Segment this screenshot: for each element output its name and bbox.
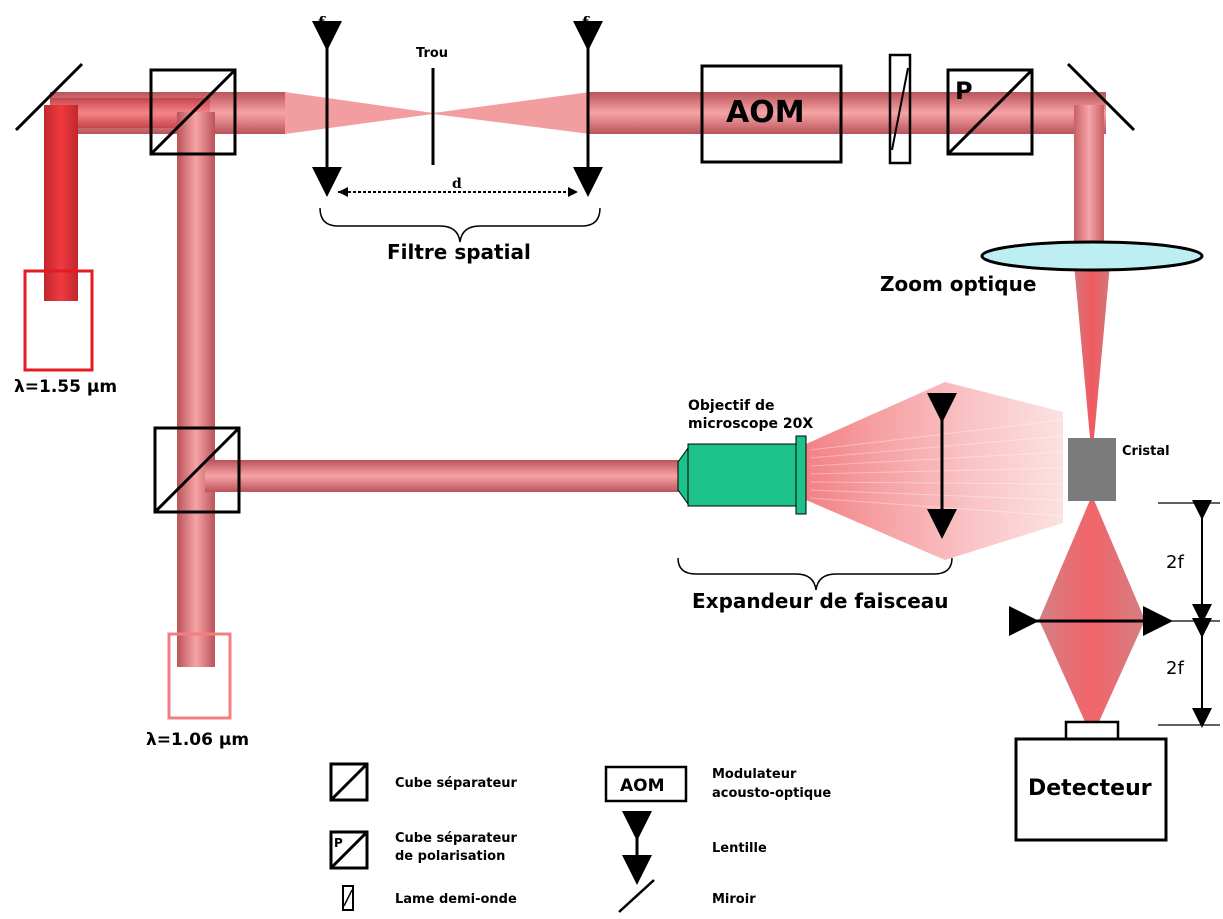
legend-cube-icon [329, 762, 369, 802]
legend: Cube séparateur P Cube séparateur de pol… [329, 762, 831, 913]
detector-window [1064, 720, 1120, 742]
aom-box [700, 64, 843, 164]
laser-155-box [23, 269, 94, 372]
crystal [1068, 438, 1116, 501]
legend-halfwave-icon [342, 885, 354, 911]
beam-155-vertical [44, 105, 78, 301]
objectif-label-line2: microscope 20X [688, 416, 813, 432]
mirror-top-left [14, 62, 84, 132]
cube-splitter-top [149, 68, 237, 156]
distance-d-label: d [452, 176, 462, 192]
microscope-objective [677, 435, 807, 515]
legend-cube-label: Cube séparateur [395, 776, 518, 791]
two-f-bottom-label: 2f [1166, 658, 1184, 679]
objectif-label-line1: Objectif de [688, 398, 775, 414]
beam-top-right [588, 92, 1106, 134]
detecteur-label: Detecteur [1028, 776, 1152, 801]
trou-label: Trou [416, 46, 448, 61]
legend-mirror-icon [618, 879, 655, 913]
f2-label: f2 [582, 13, 597, 35]
cristal-label: Cristal [1122, 444, 1170, 459]
legend-mirror-label: Miroir [712, 892, 756, 907]
cube-splitter-bottom [153, 426, 241, 514]
beam-middle-horizontal [205, 460, 680, 492]
zoom-lens [980, 240, 1204, 272]
legend-aom-icon [604, 765, 688, 803]
laser-155-label: λ=1.55 μm [14, 377, 117, 397]
beam-zoom-focus [1074, 264, 1110, 438]
half-wave-plate [888, 53, 912, 165]
legend-polarizer-line2: de polarisation [395, 849, 505, 864]
legend-lens-label: Lentille [712, 841, 767, 856]
aom-label: AOM [726, 95, 805, 130]
legend-aom-line2: acousto-optique [712, 786, 831, 801]
filter-brace [319, 207, 601, 243]
beam-to-detector [1039, 620, 1145, 724]
beam-106-vertical [177, 112, 215, 667]
dimension-2f [1158, 500, 1220, 728]
f1-label: f1 [318, 13, 333, 35]
laser-106-label: λ=1.06 μm [146, 730, 249, 750]
legend-aom-line1: Modulateur [712, 767, 797, 782]
expander-brace [677, 557, 953, 591]
beam-right-vertical [1074, 105, 1104, 255]
legend-polarizer-icon: P [329, 830, 369, 870]
legend-polarizer-p: P [334, 836, 343, 850]
filtre-spatial-label: Filtre spatial [387, 240, 531, 264]
legend-aom-symbol: AOM [620, 776, 665, 796]
polarizer-p-label: P [955, 77, 973, 105]
detector-box [1014, 737, 1168, 842]
legend-halfwave-label: Lame demi-onde [395, 892, 517, 907]
laser-106-box [167, 632, 232, 720]
two-f-top-label: 2f [1166, 552, 1184, 573]
beam-filter-cone-in [285, 92, 433, 134]
mirror-top-right [1066, 62, 1136, 132]
cube-polarizer: P [946, 68, 1034, 156]
legend-polarizer-line1: Cube séparateur [395, 831, 518, 846]
zoom-optique-label: Zoom optique [880, 272, 1036, 296]
beam-crystal-out [1039, 500, 1145, 620]
expandeur-label: Expandeur de faisceau [692, 589, 949, 613]
beam-filter-cone-out [433, 92, 590, 134]
